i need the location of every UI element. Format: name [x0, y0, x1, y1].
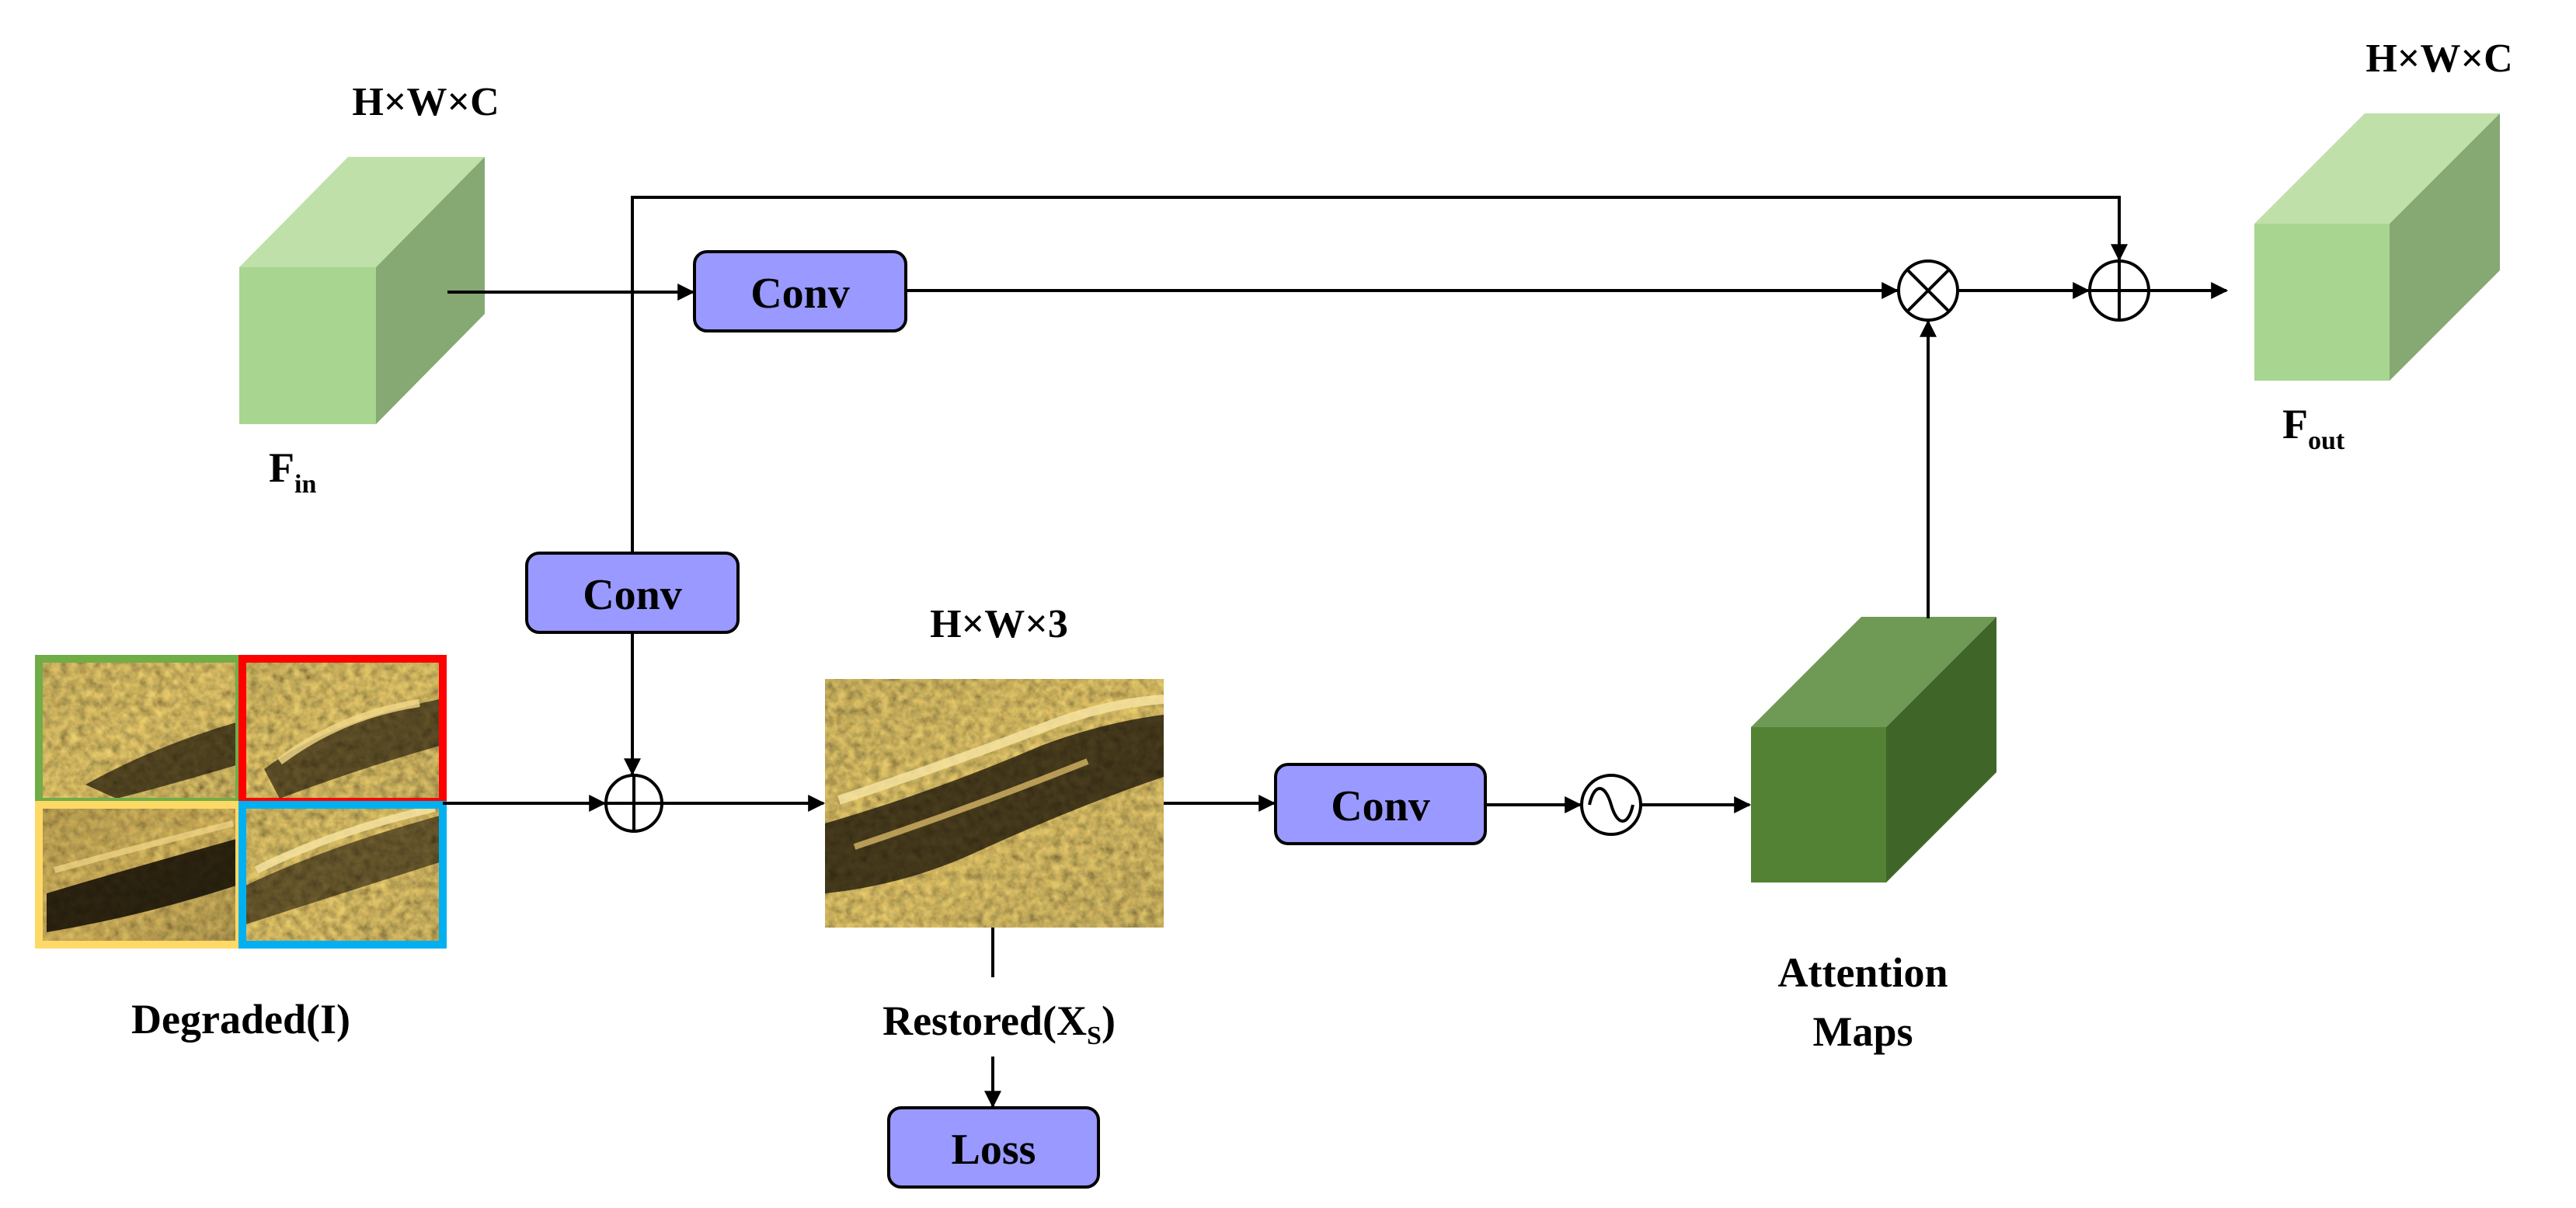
conv-top-label: Conv: [750, 270, 850, 318]
output-feature-block: [2254, 113, 2500, 381]
fin-label: Fin: [269, 444, 316, 499]
add-op-left: [604, 774, 663, 833]
restored-dims-label: H×W×3: [930, 602, 1068, 646]
input-block-front: [239, 267, 376, 424]
loss-block: Loss: [887, 1106, 1100, 1189]
attention-maps-block: [1751, 617, 1996, 883]
attention-block-top: [1751, 617, 1996, 727]
conv-block-left: Conv: [525, 552, 740, 634]
attention-label-line2: Maps: [1812, 1008, 1913, 1055]
degraded-image: [35, 655, 447, 949]
input-block-side: [376, 157, 485, 424]
output-dims-label: H×W×C: [2365, 37, 2512, 81]
input-feature-block: [239, 157, 485, 424]
attention-label-line1: Attention: [1778, 949, 1948, 996]
connections: [443, 196, 2229, 1109]
input-block-top: [239, 157, 485, 267]
degraded-label: Degraded(I): [131, 996, 350, 1043]
conv-mid-label: Conv: [1331, 782, 1430, 830]
conv-left-label: Conv: [583, 571, 682, 619]
output-block-side: [2390, 113, 2500, 381]
restored-image: [825, 679, 1164, 928]
output-block-top: [2254, 113, 2500, 224]
attention-block-side: [1886, 617, 1996, 883]
attention-block-front: [1751, 727, 1886, 883]
sigmoid-op: [1580, 774, 1642, 836]
restored-label: Restored(XS): [882, 997, 1116, 1050]
multiply-op: [1897, 259, 1959, 322]
input-dims-label: H×W×C: [352, 80, 499, 124]
conv-block-top: Conv: [693, 250, 907, 332]
output-block-front: [2254, 224, 2390, 381]
add-op-top: [2088, 259, 2150, 322]
loss-label: Loss: [952, 1126, 1036, 1174]
quadrant-blue: [238, 801, 447, 949]
conv-block-mid: Conv: [1274, 763, 1487, 845]
fout-label: Fout: [2282, 401, 2345, 455]
